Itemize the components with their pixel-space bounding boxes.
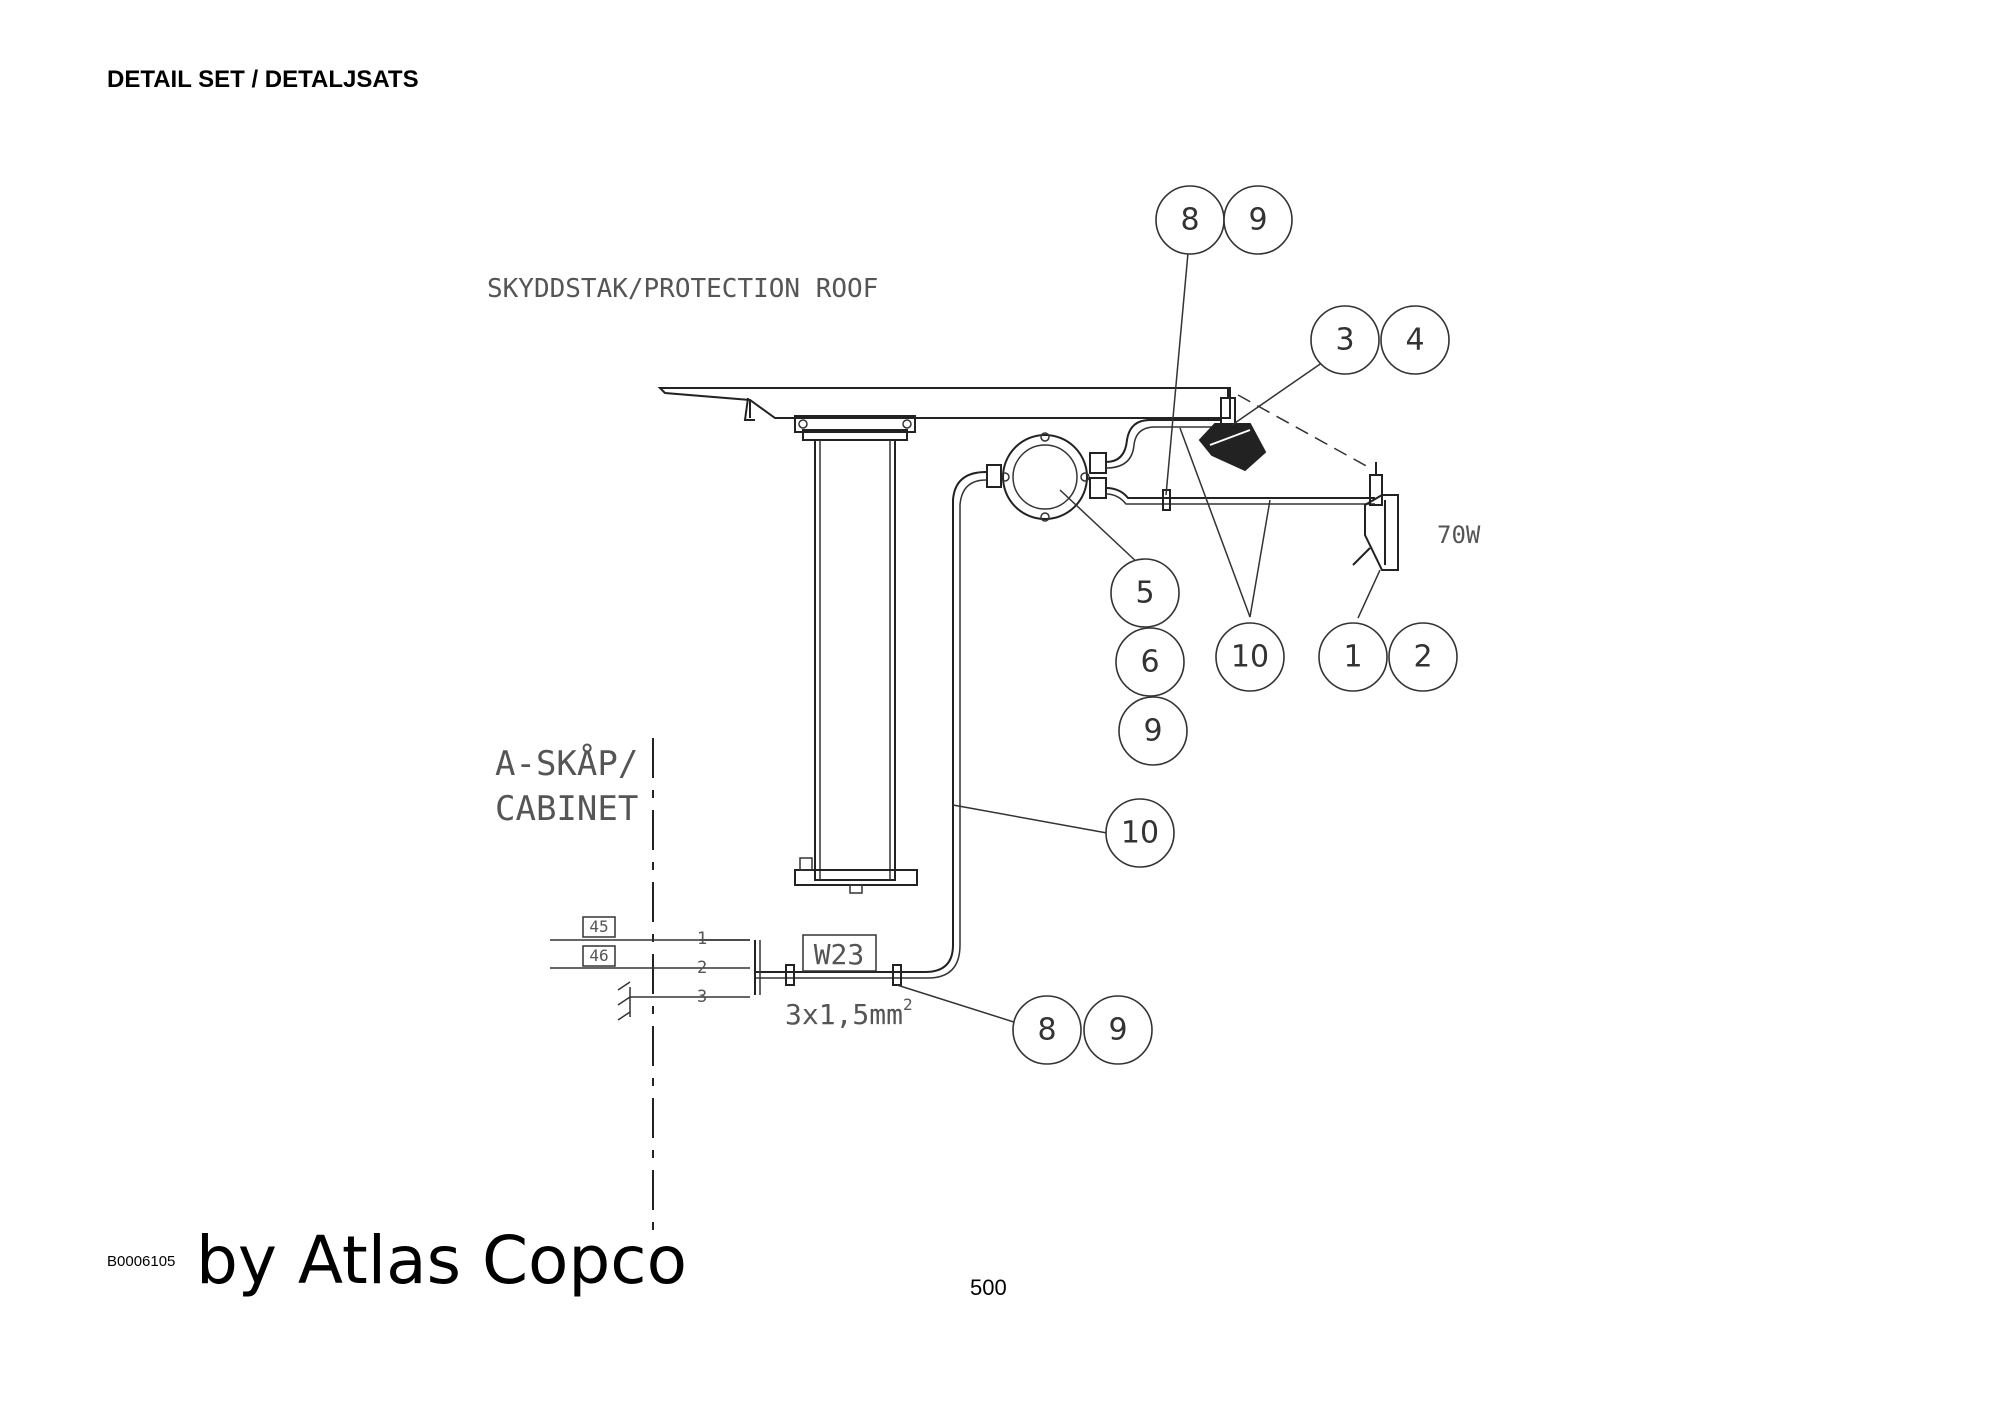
drawing-code: B0006105: [107, 1253, 176, 1270]
balloon-3: [1310, 305, 1380, 375]
cabinet-label-line2: CABINET: [495, 789, 638, 829]
terminal-block-label-45: 45: [589, 917, 608, 936]
balloon-9-top: [1223, 185, 1293, 255]
leader-lines: [896, 252, 1381, 1024]
balloon-2: [1388, 622, 1458, 692]
balloon-4: [1380, 305, 1450, 375]
protection-roof-label: SKYDDSTAK/PROTECTION ROOF: [487, 274, 878, 304]
balloon-3-label: 3: [1335, 323, 1354, 358]
balloon-5: [1110, 558, 1180, 628]
balloon-9-bottom: [1083, 995, 1153, 1065]
cable-id-box: [802, 934, 877, 972]
terminal-number-2: 2: [697, 958, 707, 978]
floodlight: [1352, 462, 1399, 571]
junction-box: [986, 432, 1107, 522]
balloon-6: [1115, 627, 1185, 697]
page-title: DETAIL SET / DETALJSATS: [107, 66, 419, 93]
balloon-8-bottom: [1012, 995, 1082, 1065]
balloon-10-right: [1215, 622, 1285, 692]
balloon-2-label: 2: [1413, 640, 1432, 675]
balloon-9-mid: [1118, 696, 1188, 766]
balloon-4-label: 4: [1405, 323, 1424, 358]
balloon-8-top-label: 8: [1180, 203, 1199, 238]
balloon-10-left-label: 10: [1121, 816, 1159, 851]
balloon-9-bottom-label: 9: [1108, 1013, 1127, 1048]
balloon-10-right-label: 10: [1231, 640, 1269, 675]
cable-roof-lamp: [1105, 419, 1220, 469]
page-number: 500: [970, 1275, 1007, 1300]
support-pillar: [794, 429, 918, 894]
balloon-1-label: 1: [1343, 640, 1362, 675]
terminal-number-1: 1: [697, 929, 707, 949]
roof-work-lamp: [1198, 388, 1267, 472]
terminal-block: [550, 916, 750, 1021]
balloon-9-mid-label: 9: [1143, 714, 1162, 749]
balloon-9-top-label: 9: [1248, 203, 1267, 238]
brand-watermark: by Atlas Copco: [196, 1222, 687, 1299]
pivot-dashed-line: [1237, 394, 1371, 469]
balloon-1: [1318, 622, 1388, 692]
terminal-block-label-46: 46: [589, 946, 608, 965]
cable-spec-label: 3x1,5mm2: [785, 995, 913, 1031]
terminal-number-3: 3: [697, 987, 707, 1007]
cabinet-label-line1: A-SKÅP/: [495, 743, 638, 784]
balloon-10-left: [1105, 798, 1175, 868]
cable-floodlight: [1105, 487, 1375, 511]
balloon-5-label: 5: [1135, 576, 1154, 611]
balloon-8-bottom-label: 8: [1037, 1013, 1056, 1048]
lamp-power-label: 70W: [1437, 521, 1481, 549]
balloon-6-label: 6: [1140, 645, 1159, 680]
cable-id-label: W23: [814, 938, 865, 971]
protection-roof: [657, 387, 1231, 433]
cable-w23: [754, 471, 987, 995]
